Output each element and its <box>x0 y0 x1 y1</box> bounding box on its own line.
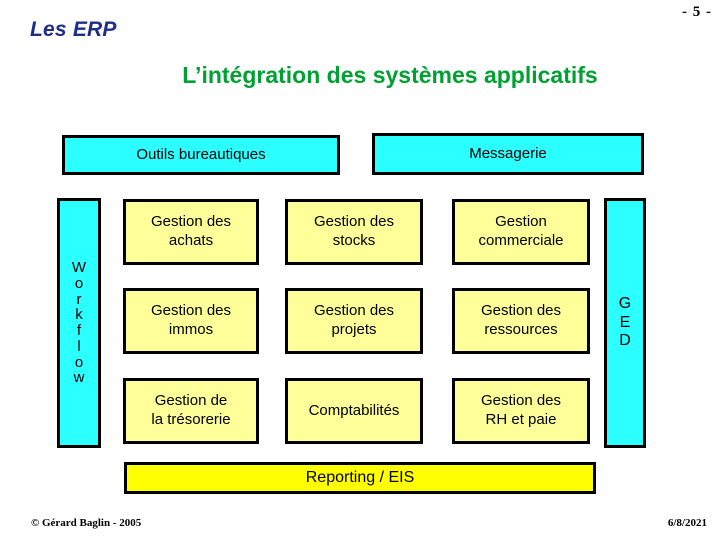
module-label-line2: commerciale <box>478 232 564 249</box>
box-messagerie: Messagerie <box>372 133 644 175</box>
box-outils-bureautiques-label: Outils bureautiques <box>136 145 266 163</box>
module-box: Gestion de la trésorerie <box>123 378 259 444</box>
module-label: Gestion des immos <box>151 302 231 340</box>
module-label: Gestion des stocks <box>314 213 394 251</box>
module-label: Gestion des achats <box>151 213 231 251</box>
module-label: Gestion de la trésorerie <box>151 392 230 430</box>
module-label-line2: la trésorerie <box>151 411 231 428</box>
workflow-letter: f <box>76 322 82 339</box>
workflow-letter: W <box>71 259 87 276</box>
module-box: Gestion des stocks <box>285 199 423 265</box>
module-label-line1: Gestion des <box>313 213 395 231</box>
workflow-letter: r <box>76 290 82 308</box>
workflow-letter: l <box>77 337 81 355</box>
box-messagerie-label: Messagerie <box>469 144 547 162</box>
module-label-line2: ressources <box>484 321 558 338</box>
module-label-line1: Gestion des <box>313 302 395 320</box>
module-label-line1: Gestion de <box>154 392 228 410</box>
module-box: Gestion des achats <box>123 199 259 265</box>
box-outils-bureautiques: Outils bureautiques <box>62 135 340 175</box>
module-label-line1: Gestion des <box>150 213 232 231</box>
deck-title: Les ERP <box>30 18 117 41</box>
box-reporting-eis: Reporting / EIS <box>124 462 596 494</box>
ged-letter: D <box>619 332 631 350</box>
box-reporting-eis-label: Reporting / EIS <box>305 469 415 487</box>
module-label: Comptabilités <box>309 402 400 421</box>
module-label-line1: Gestion des <box>480 392 562 410</box>
module-box: Gestion des ressources <box>452 288 590 354</box>
module-label: Gestion des projets <box>314 302 394 340</box>
module-box: Gestion commerciale <box>452 199 590 265</box>
ged-letter: G <box>618 295 632 313</box>
workflow-letter: k <box>75 306 83 324</box>
module-box: Gestion des RH et paie <box>452 378 590 444</box>
module-label: Gestion commerciale <box>478 213 563 251</box>
module-box: Gestion des immos <box>123 288 259 354</box>
module-label-line1: Gestion <box>495 213 547 231</box>
column-workflow: W o r k f l o w <box>57 198 101 448</box>
workflow-letter: w <box>73 369 85 387</box>
slide-number: - 5 - <box>682 4 712 20</box>
page-title: L’intégration des systèmes applicatifs <box>182 62 598 88</box>
module-label-line2: RH et paie <box>485 411 557 428</box>
ged-letter: E <box>619 313 631 331</box>
module-label-line2: projets <box>331 321 377 338</box>
module-label-line1: Gestion des <box>150 302 232 320</box>
column-ged: G E D <box>604 198 646 448</box>
workflow-letter: o <box>74 353 84 371</box>
module-label-line2: stocks <box>332 232 376 249</box>
module-box: Comptabilités <box>285 378 423 444</box>
module-label-line1: Comptabilités <box>308 401 400 419</box>
workflow-letter: o <box>74 274 84 292</box>
footer-date: 6/8/2021 <box>667 517 707 529</box>
module-label-line1: Gestion des <box>480 302 562 320</box>
module-label: Gestion des RH et paie <box>481 392 561 430</box>
module-label: Gestion des ressources <box>481 302 561 340</box>
module-label-line2: immos <box>168 321 214 338</box>
module-label-line2: achats <box>168 232 214 249</box>
module-box: Gestion des projets <box>285 288 423 354</box>
footer-copyright: © Gérard Baglin - 2005 <box>31 517 142 529</box>
